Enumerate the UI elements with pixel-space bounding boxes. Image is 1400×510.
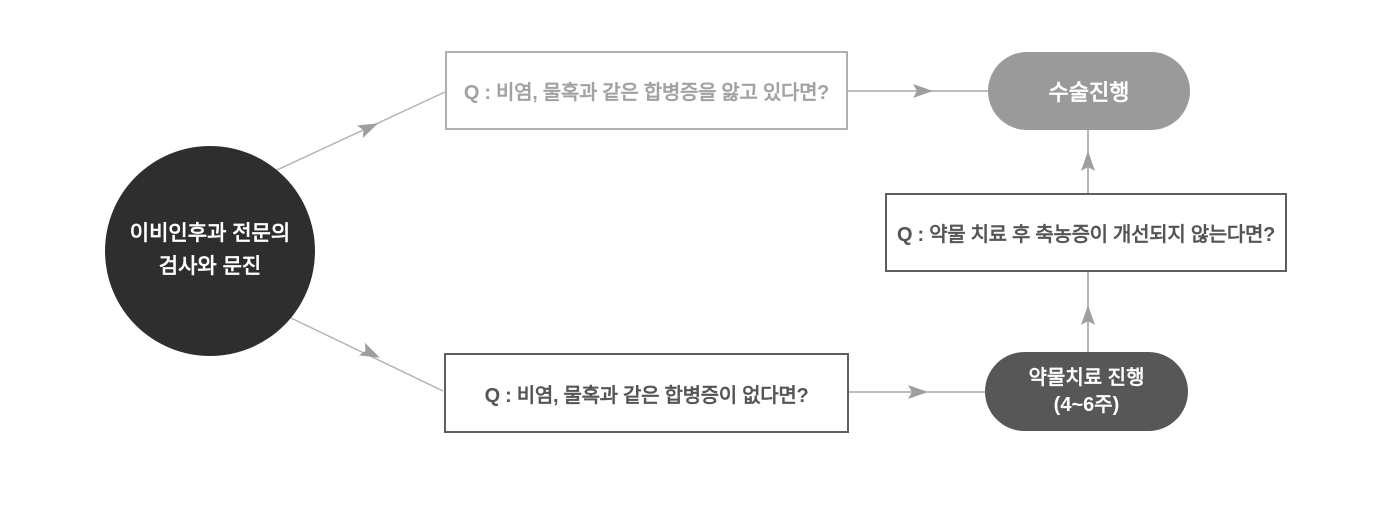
arrowhead-mid-question-to-surgery-icon — [1081, 151, 1095, 171]
question-has-complications-label: Q : 비염, 물혹과 같은 합병증을 앓고 있다면? — [463, 82, 830, 104]
arrowhead-bottom-question-to-medication-icon — [908, 385, 928, 399]
question-box-no-improvement: Q : 약물 치료 후 축농증이 개선되지 않는다면? — [885, 193, 1287, 272]
result-surgery-label: 수술진행 — [1048, 80, 1130, 105]
arrowhead-medication-to-mid-question-icon — [1081, 305, 1095, 325]
result-pill-medication: 약물치료 진행 (4~6주) — [985, 352, 1188, 431]
result-medication-label-line2: (4~6주) — [1053, 393, 1120, 416]
question-no-improvement-label: Q : 약물 치료 후 축농증이 개선되지 않는다면? — [896, 224, 1276, 246]
arrowhead-top-question-to-surgery-icon — [913, 84, 933, 98]
start-node-ent-exam: 이비인후과 전문의 검사와 문진 — [105, 146, 315, 356]
result-pill-surgery: 수술진행 — [988, 52, 1190, 130]
arrowhead-start-to-top-icon — [356, 123, 378, 139]
arrowhead-start-to-bottom-icon — [358, 342, 380, 358]
result-medication-label-line1: 약물치료 진행 — [1028, 366, 1145, 389]
start-node-label-line1: 이비인후과 전문의 — [129, 222, 291, 246]
question-box-no-complications: Q : 비염, 물혹과 같은 합병증이 없다면? — [444, 353, 849, 433]
question-box-has-complications: Q : 비염, 물혹과 같은 합병증을 앓고 있다면? — [445, 51, 848, 130]
connector-start-to-top-question — [276, 91, 446, 171]
question-no-complications-label: Q : 비염, 물혹과 같은 합병증이 없다면? — [484, 384, 809, 407]
start-node-label-line2: 검사와 문진 — [158, 255, 262, 278]
